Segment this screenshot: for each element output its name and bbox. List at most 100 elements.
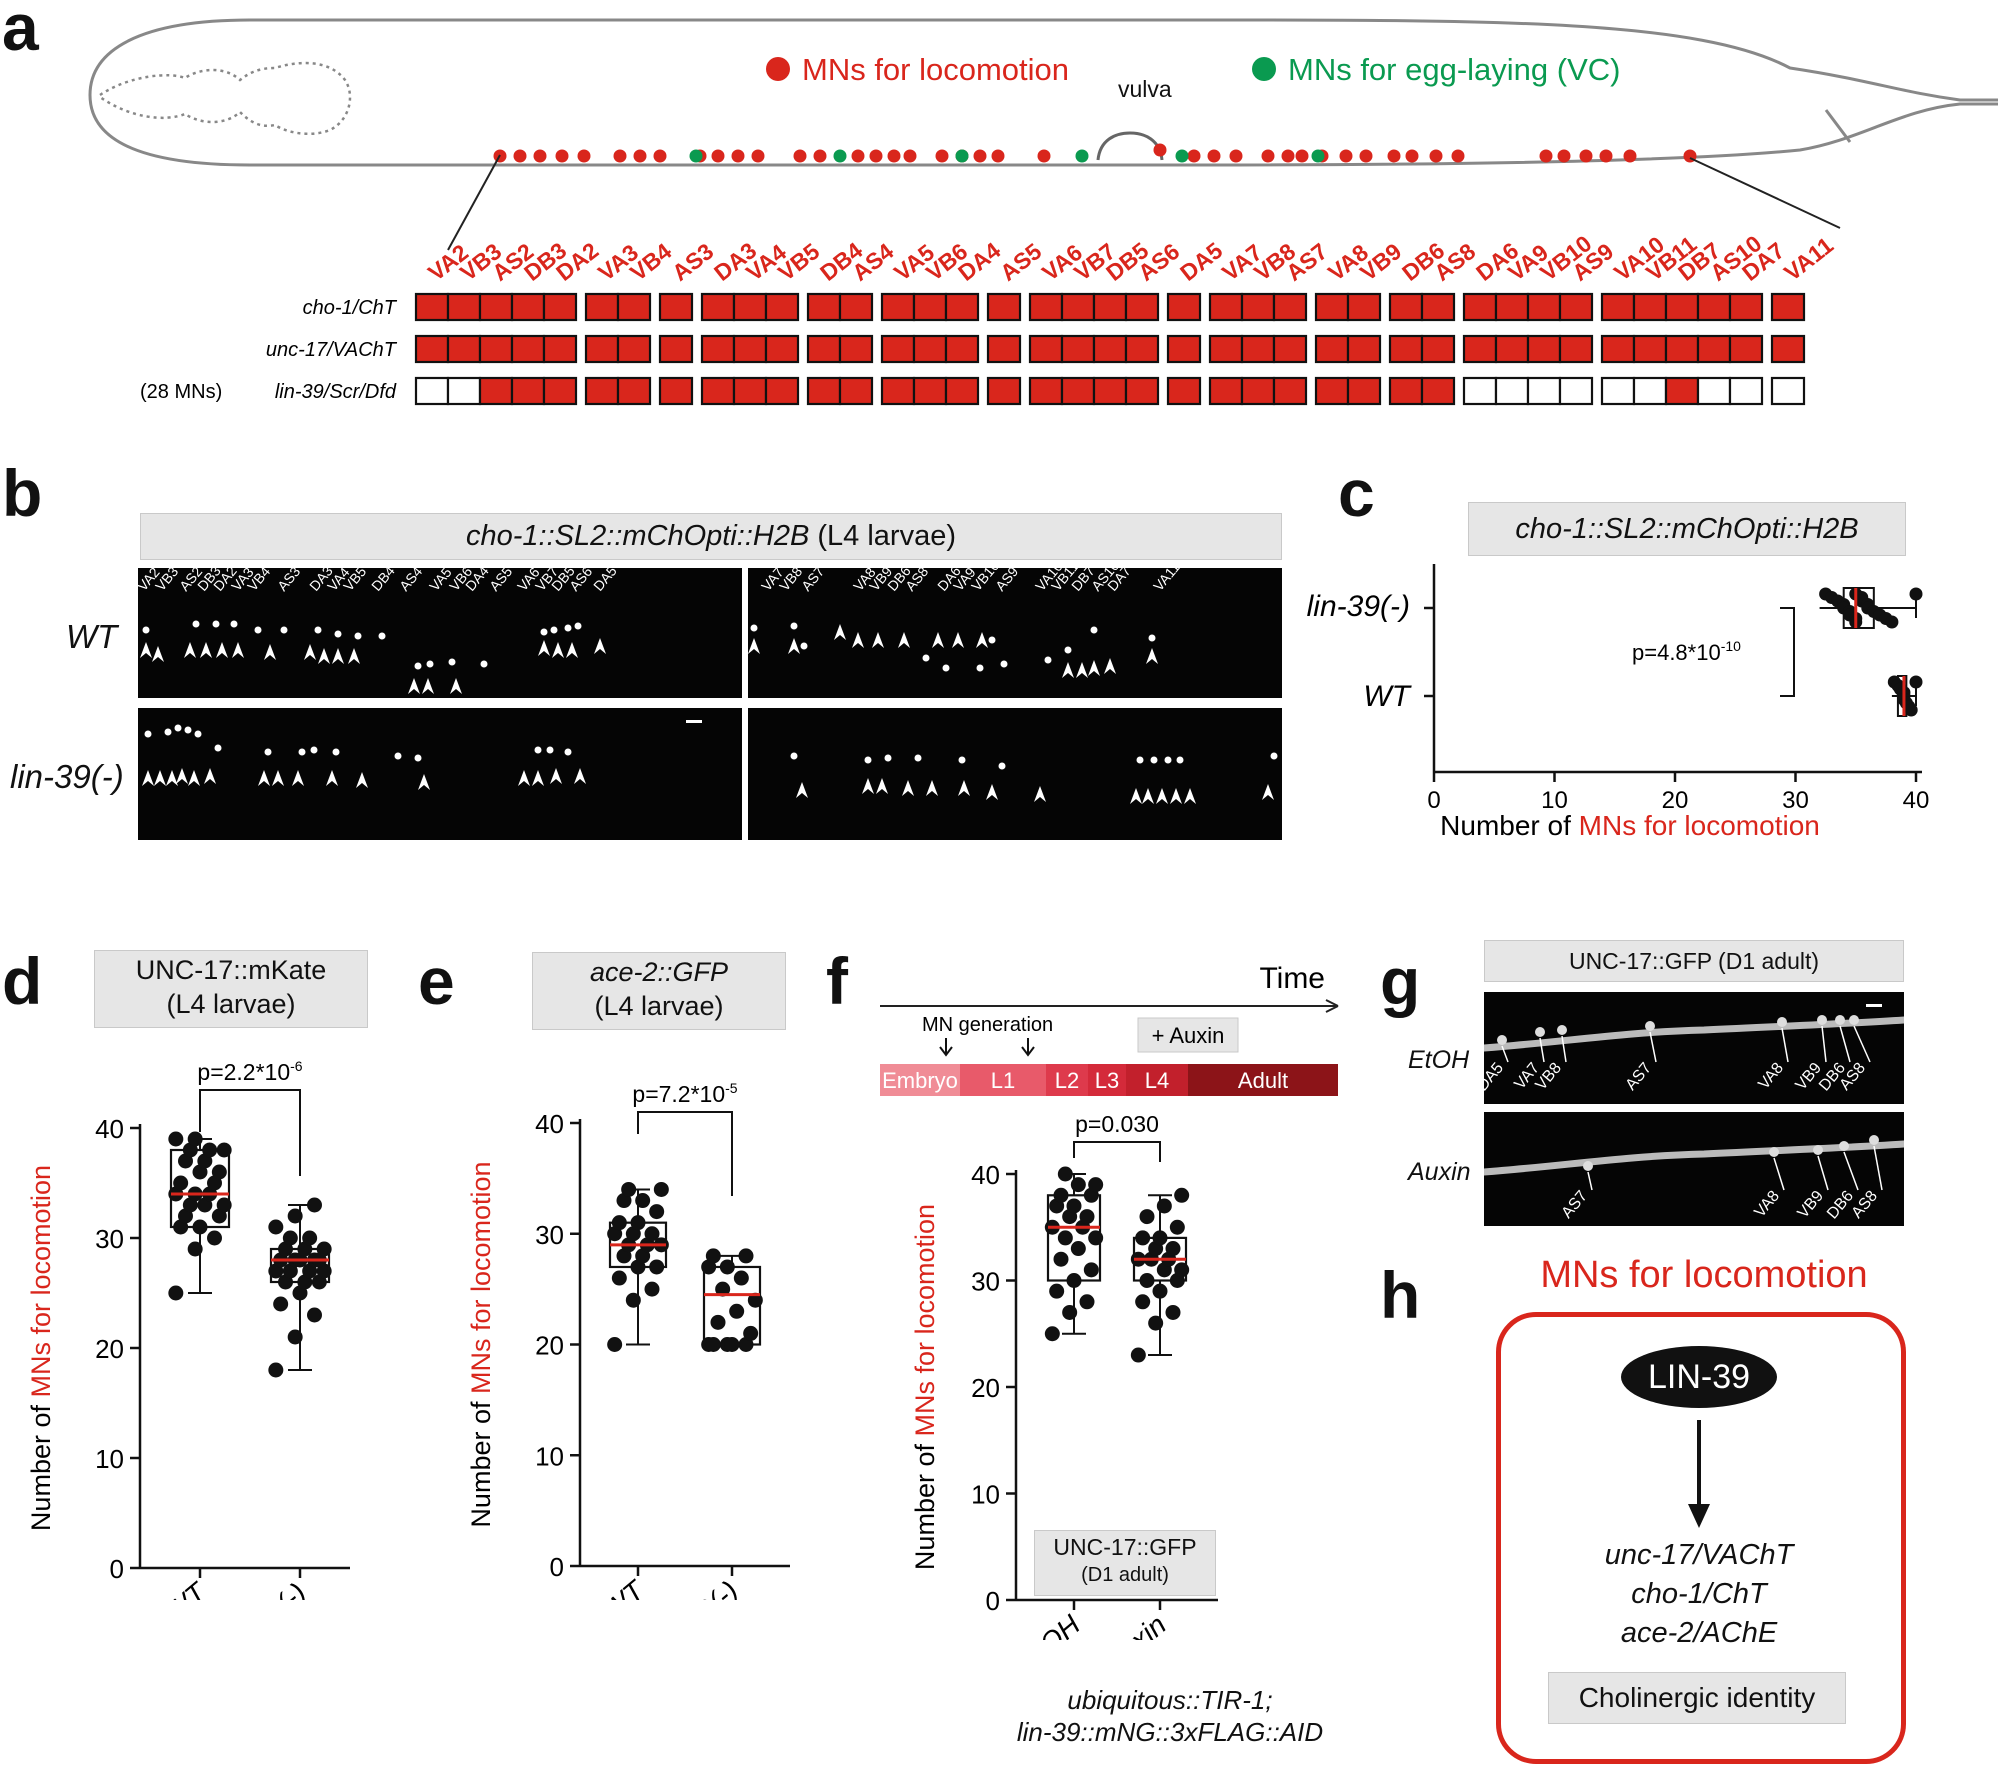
expression-cell (1462, 334, 1498, 364)
panel-letter-h: h (1380, 1258, 1421, 1332)
arrowhead-marker (594, 638, 606, 654)
neuron-nucleus (212, 620, 220, 628)
x-tick-label: 10 (1541, 787, 1568, 814)
micrograph-lin39-posterior (748, 708, 1282, 840)
expression-cell (986, 376, 1022, 406)
data-point (207, 1230, 222, 1246)
mn-column-label: VB9 (1355, 238, 1406, 286)
arrowhead-marker (852, 632, 864, 648)
group-label: EtOH (1013, 1608, 1086, 1640)
expression-cell (1240, 334, 1276, 364)
neuron-label: VA11 (1150, 568, 1183, 594)
expression-cell (542, 376, 578, 406)
time-label: Time (1259, 962, 1325, 995)
label-leader (1649, 1031, 1657, 1063)
stage-segment (1046, 1064, 1088, 1096)
expression-cell (1526, 334, 1562, 364)
arrowhead-marker (834, 624, 846, 640)
target-ace2: ace-2/AChE (1620, 1617, 1778, 1649)
legend-egg-laying: MNs for egg-laying (VC) (1288, 52, 1621, 87)
arrowhead-marker (200, 642, 212, 658)
worm-body-outline (88, 18, 1998, 167)
genotype-line1: ubiquitous::TIR-1; (1067, 1685, 1273, 1715)
mn-dot-locomotion (1339, 149, 1353, 163)
guide-line-right (1689, 157, 1841, 229)
mn-column-label: AS5 (995, 238, 1046, 286)
expression-cell (1696, 292, 1732, 322)
target-cho1: cho-1/ChT (1631, 1578, 1767, 1610)
arrowhead-marker (926, 780, 938, 796)
neuron-soma (1849, 1015, 1859, 1025)
neuron-label: AS5 (486, 568, 515, 594)
data-point (1070, 1241, 1086, 1257)
expression-cell (478, 334, 514, 364)
arrowhead-marker (550, 768, 562, 784)
neuron-nucleus (480, 660, 488, 668)
arrowhead-marker (166, 770, 178, 786)
data-point (268, 1219, 284, 1235)
neuron-soma (1497, 1035, 1507, 1045)
stage-segment (1088, 1064, 1126, 1096)
data-point (625, 1292, 641, 1308)
x-tick-label: 0 (1427, 787, 1440, 814)
mn-dot-locomotion (1261, 149, 1275, 163)
expression-cell (1346, 334, 1382, 364)
data-point (1165, 1241, 1181, 1257)
cholinergic-identity-box: Cholinergic identity (1548, 1672, 1846, 1724)
panel-letter-g: g (1380, 944, 1421, 1018)
neuron-nucleus (976, 664, 984, 672)
neuron-nucleus (164, 728, 172, 736)
data-point (635, 1193, 651, 1209)
expression-cell (658, 292, 694, 322)
c-x-axis-label: Number of MNs for locomotion (1440, 810, 1820, 841)
c-group-label-wt: WT (1363, 680, 1412, 713)
arrowhead-marker (872, 632, 884, 648)
panel-d-title: UNC-17::mKate (L4 larvae) (94, 950, 368, 1028)
panel-d-title-line1: UNC-17::mKate (135, 955, 327, 985)
mn-dot-egg-laying (1075, 149, 1089, 163)
data-point (1174, 1187, 1190, 1203)
expression-cell (584, 292, 620, 322)
expression-cell (1558, 376, 1594, 406)
arrowhead-marker (348, 648, 360, 664)
expression-cell (1240, 376, 1276, 406)
arrowhead-marker (176, 768, 188, 784)
stage-segment (1188, 1064, 1338, 1096)
expression-cell (1208, 376, 1244, 406)
expression-cell (1124, 292, 1160, 322)
data-point (743, 1325, 759, 1341)
expression-row-label: cho-1/ChT (303, 297, 398, 319)
expression-cell (478, 376, 514, 406)
nerve-cord (1484, 1016, 1904, 1052)
neuron-nucleus (1164, 756, 1172, 764)
neuron-nucleus (790, 752, 798, 760)
neuron-nucleus (394, 752, 402, 760)
data-point (282, 1230, 298, 1246)
arrowhead-marker (152, 646, 164, 662)
data-point (1070, 1177, 1086, 1193)
expression-cell (1388, 292, 1424, 322)
neuron-nucleus (864, 756, 872, 764)
mn-dot-locomotion (731, 149, 745, 163)
mn-dot-locomotion (653, 149, 667, 163)
neuron-nucleus (1176, 756, 1184, 764)
data-point (719, 1259, 735, 1275)
data-point (1053, 1251, 1069, 1267)
arrowhead-marker (204, 768, 216, 784)
neuron-soma (1557, 1025, 1567, 1035)
neuron-nucleus (280, 626, 288, 634)
panel-f-inset-line1: UNC-17::GFP (1053, 1534, 1197, 1560)
expression-cell (1770, 292, 1806, 322)
expression-cell (1526, 292, 1562, 322)
expression-cell (1272, 334, 1308, 364)
arrowhead-marker (796, 782, 808, 798)
expression-cell (446, 292, 482, 322)
neuron-nucleus (1270, 752, 1278, 760)
expression-cell (806, 292, 842, 322)
data-point (724, 1337, 740, 1352)
expression-cell (1494, 292, 1530, 322)
y-tick-label: 40 (95, 1114, 124, 1144)
mn-column-label: VA11 (1779, 232, 1838, 286)
panel-letter-c: c (1338, 456, 1375, 530)
expression-cell (1558, 292, 1594, 322)
